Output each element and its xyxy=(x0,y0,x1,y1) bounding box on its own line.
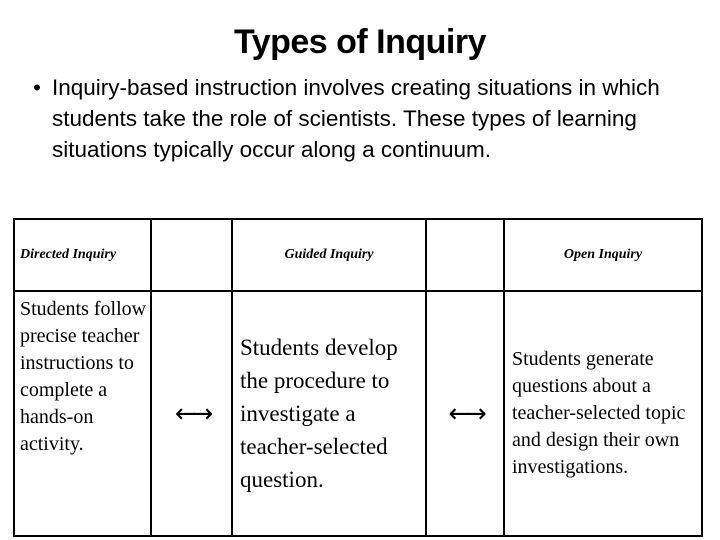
double-headed-arrow-icon: ←→ xyxy=(448,398,487,429)
column-header-guided-inquiry: Guided Inquiry xyxy=(231,218,427,292)
inquiry-continuum-table: Directed Inquiry Guided Inquiry Open Inq… xyxy=(13,218,703,537)
column-header-open-inquiry: Open Inquiry xyxy=(503,218,703,292)
cell-guided-inquiry-description: Students develop the procedure to invest… xyxy=(231,290,427,537)
table-header-row: Directed Inquiry Guided Inquiry Open Inq… xyxy=(13,218,703,292)
bullet-list: • Inquiry-based instruction involves cre… xyxy=(22,72,712,165)
cell-arrow-guided-to-open: ←→ xyxy=(425,290,505,537)
cell-directed-inquiry-description: Students follow precise teacher instruct… xyxy=(13,290,152,537)
cell-open-inquiry-description: Students generate questions about a teac… xyxy=(503,290,703,537)
table-row: Students follow precise teacher instruct… xyxy=(13,290,703,537)
double-headed-arrow-icon: ←→ xyxy=(174,398,214,429)
bullet-point-icon: • xyxy=(33,75,41,100)
list-item: • Inquiry-based instruction involves cre… xyxy=(22,72,712,165)
cell-arrow-directed-to-guided: ←→ xyxy=(150,290,233,537)
column-header-directed-inquiry: Directed Inquiry xyxy=(13,218,152,292)
column-header-spacer-a xyxy=(150,218,233,292)
bullet-item-text: Inquiry-based instruction involves creat… xyxy=(52,75,660,162)
page-title: Types of Inquiry xyxy=(233,23,487,61)
column-header-spacer-b xyxy=(425,218,505,292)
